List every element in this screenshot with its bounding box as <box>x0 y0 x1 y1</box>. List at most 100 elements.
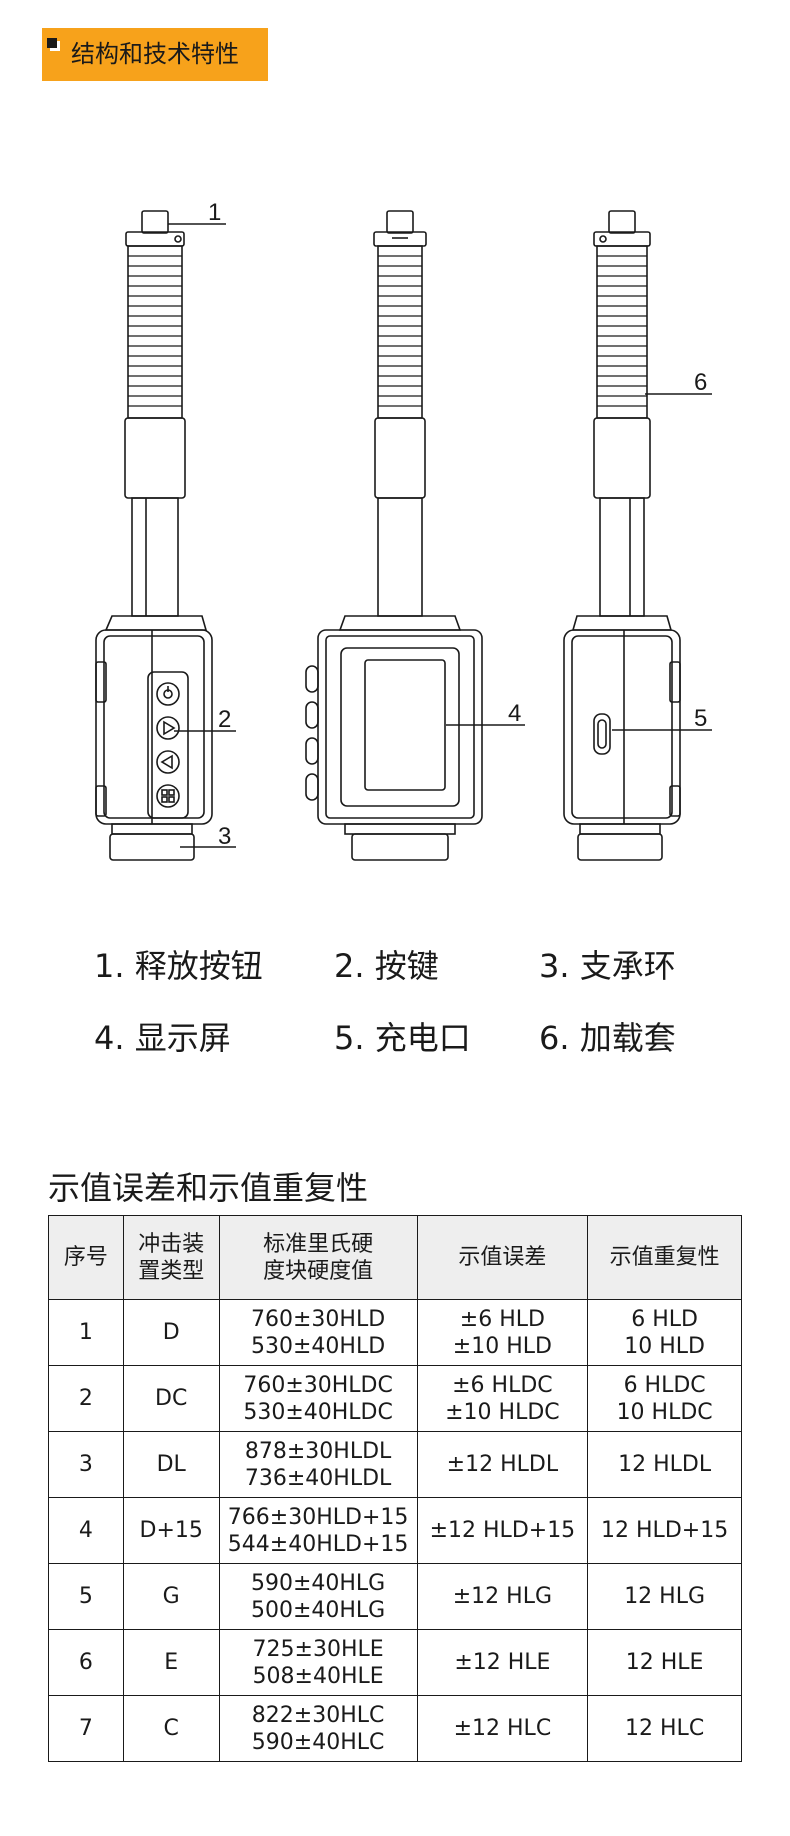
cell-error: ±6 HLD±10 HLD <box>416 1299 589 1366</box>
header-block-hardness: 标准里氏硬 度块硬度值 <box>218 1215 418 1300</box>
cell-line: 6 HLD <box>631 1306 698 1332</box>
cell-line: 12 HLG <box>624 1584 706 1609</box>
header-error: 示值误差 <box>416 1215 589 1300</box>
header-repeatability: 示值重复性 <box>587 1215 742 1300</box>
cell-index: 7 <box>48 1695 124 1762</box>
legend-item: 2. 按键 <box>334 947 439 985</box>
cell-line: ±12 HLE <box>454 1650 551 1675</box>
cell-line: ±6 HLD <box>459 1306 545 1332</box>
cell-device-type: D+15 <box>122 1497 220 1564</box>
cell-line: 590±40HLC <box>251 1729 385 1755</box>
callout-number: 2 <box>218 706 231 733</box>
cell-line: 10 HLD <box>624 1333 705 1359</box>
cell-device-type: E <box>122 1629 220 1696</box>
cell-error: ±12 HLD+15 <box>416 1497 589 1564</box>
cell-line: 12 HLE <box>625 1650 704 1675</box>
cell-line: 530±40HLDC <box>243 1399 393 1425</box>
table-header-row: 序号 冲击装 置类型 标准里氏硬 度块硬度值 示值误差 示值重复性 <box>48 1215 742 1300</box>
legend-row: 4. 显示屏 5. 充电口 6. 加载套 <box>94 1012 734 1064</box>
cell-device-type: DL <box>122 1431 220 1498</box>
cell-line: ±12 HLD+15 <box>429 1518 576 1543</box>
cell-line: 766±30HLD+15 <box>227 1504 409 1530</box>
section-header-badge: 结构和技术特性 <box>42 28 268 81</box>
cell-repeatability: 12 HLD+15 <box>587 1497 742 1564</box>
cell-line: 6 HLDC <box>623 1372 706 1398</box>
legend-item: 5. 充电口 <box>334 1019 471 1057</box>
callout-number: 5 <box>694 705 707 732</box>
header-index: 序号 <box>48 1215 124 1300</box>
cell-error: ±6 HLDC±10 HLDC <box>416 1365 589 1432</box>
cell-error: ±12 HLG <box>416 1563 589 1630</box>
cell-index: 3 <box>48 1431 124 1498</box>
header-square-icon <box>47 38 57 48</box>
header-line: 冲击装 <box>138 1231 205 1257</box>
cell-line: ±12 HLDL <box>446 1452 559 1477</box>
cell-line: ±12 HLC <box>453 1716 552 1741</box>
cell-line: 822±30HLC <box>251 1702 385 1728</box>
cell-line: 590±40HLG <box>250 1570 386 1596</box>
cell-line: ±12 HLG <box>452 1584 553 1609</box>
cell-device-type: C <box>122 1695 220 1762</box>
cell-index: 2 <box>48 1365 124 1432</box>
cell-line: 878±30HLDL <box>244 1438 392 1464</box>
cell-index: 1 <box>48 1299 124 1366</box>
cell-error: ±12 HLE <box>416 1629 589 1696</box>
cell-index: 5 <box>48 1563 124 1630</box>
cell-line: 12 HLD+15 <box>601 1518 729 1543</box>
cell-line: 10 HLDC <box>616 1399 713 1425</box>
parts-legend: 1. 释放按钮 2. 按键 3. 支承环 4. 显示屏 5. 充电口 6. 加载… <box>94 940 734 1084</box>
cell-line: 725±30HLE <box>252 1636 384 1662</box>
table-section-title: 示值误差和示值重复性 <box>48 1169 369 1207</box>
cell-device-type: G <box>122 1563 220 1630</box>
cell-line: 12 HLDL <box>618 1452 712 1477</box>
cell-repeatability: 12 HLG <box>587 1563 742 1630</box>
cell-line: ±10 HLD <box>452 1333 552 1359</box>
hardness-tester-diagram: 1 2 3 4 5 6 <box>95 199 712 861</box>
legend-item: 3. 支承环 <box>539 947 676 985</box>
header-line: 置类型 <box>138 1258 205 1284</box>
cell-line: 760±30HLD <box>251 1306 386 1332</box>
callout-number: 4 <box>508 700 521 727</box>
header-device-type: 冲击装 置类型 <box>122 1215 220 1300</box>
section-header-title: 结构和技术特性 <box>71 40 239 68</box>
callout-number: 6 <box>694 369 707 396</box>
legend-item: 4. 显示屏 <box>94 1019 231 1057</box>
cell-error: ±12 HLDL <box>416 1431 589 1498</box>
cell-line: 500±40HLG <box>250 1597 386 1623</box>
cell-line: ±10 HLDC <box>445 1399 560 1425</box>
header-line: 度块硬度值 <box>263 1258 374 1284</box>
device-front-view-display <box>305 210 483 861</box>
callout-number: 1 <box>208 199 221 226</box>
callout-number: 3 <box>218 823 231 850</box>
cell-index: 4 <box>48 1497 124 1564</box>
cell-error: ±12 HLC <box>416 1695 589 1762</box>
callout-lines <box>168 223 712 848</box>
cell-line: 508±40HLE <box>252 1663 384 1689</box>
cell-repeatability: 12 HLC <box>587 1695 742 1762</box>
cell-device-type: DC <box>122 1365 220 1432</box>
device-side-view-buttons <box>95 210 213 861</box>
cell-line: 736±40HLDL <box>244 1465 392 1491</box>
cell-repeatability: 12 HLE <box>587 1629 742 1696</box>
legend-row: 1. 释放按钮 2. 按键 3. 支承环 <box>94 940 734 992</box>
cell-line: ±6 HLDC <box>452 1372 553 1398</box>
cell-repeatability: 12 HLDL <box>587 1431 742 1498</box>
cell-line: 12 HLC <box>625 1716 705 1741</box>
